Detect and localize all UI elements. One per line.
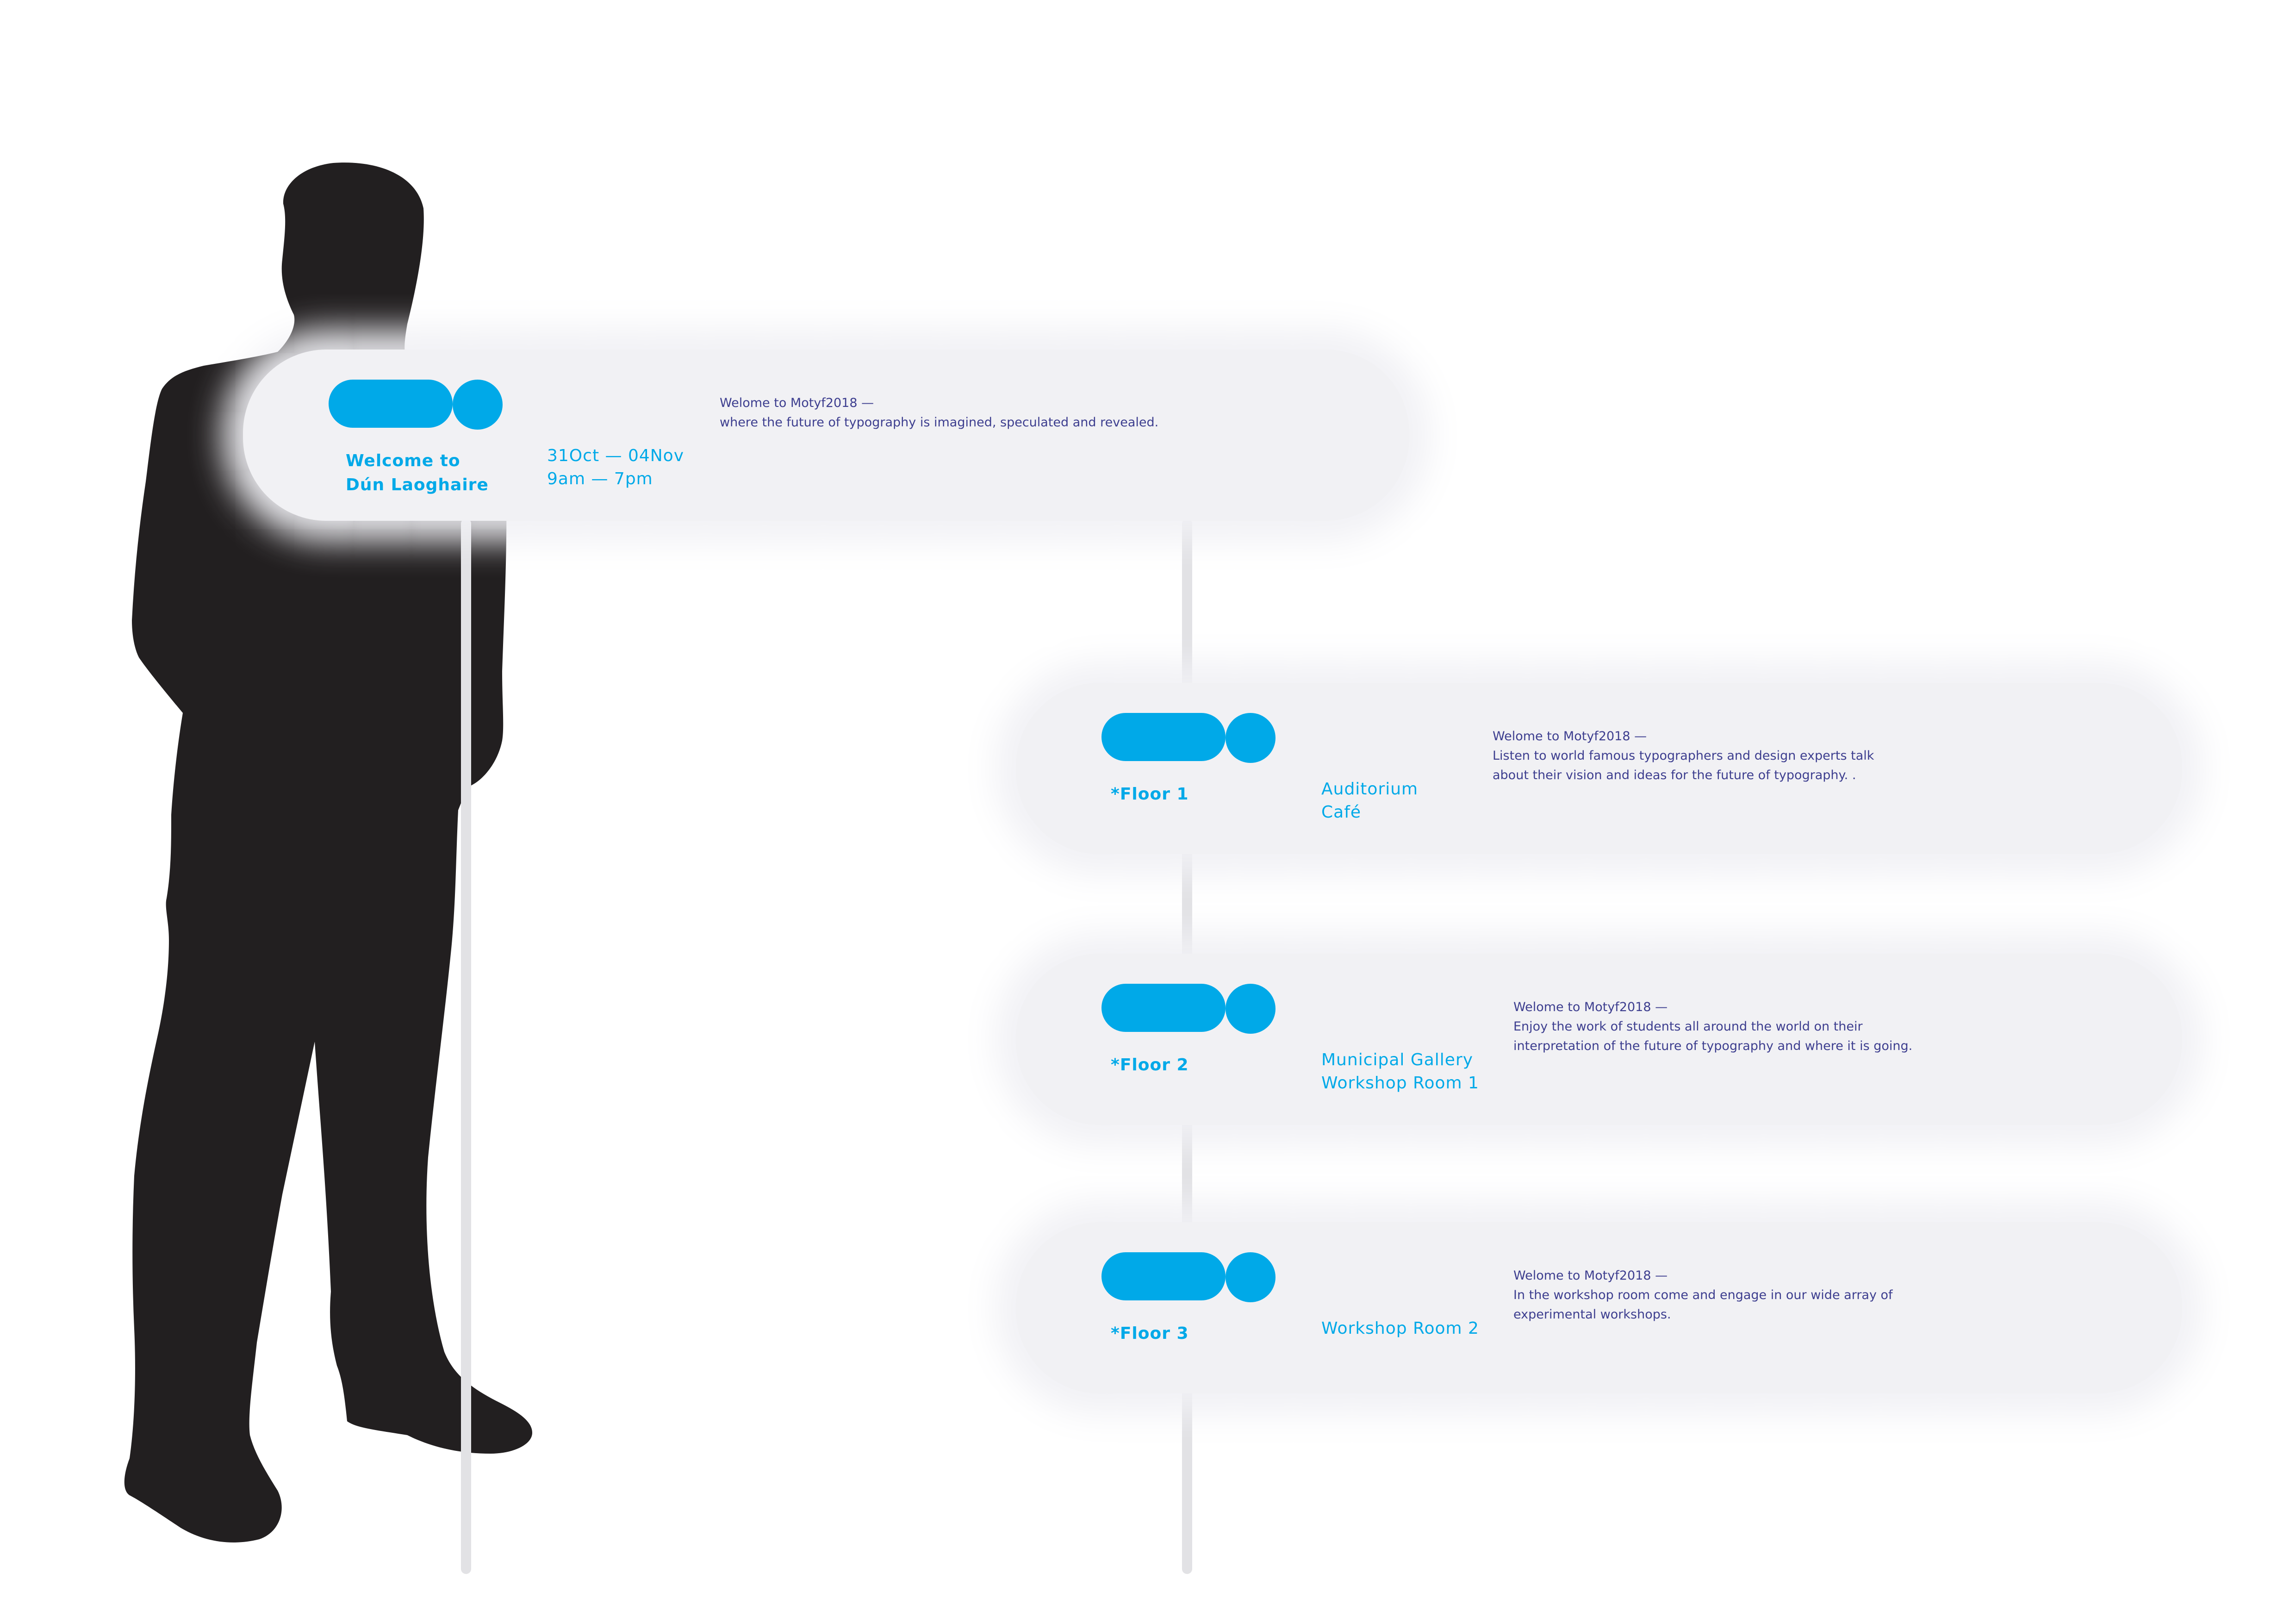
floor-1-logo-icon bbox=[1101, 713, 1276, 763]
event-dates: 31Oct — 04Nov 9am — 7pm bbox=[547, 444, 684, 491]
floor-3-room-1: Workshop Room 2 bbox=[1321, 1319, 1479, 1338]
floor-3-sign: *Floor 3 Workshop Room 2 Welome to Motyf… bbox=[1016, 1222, 2182, 1393]
welcome-title-line-1: Welcome to bbox=[346, 451, 460, 470]
floor-1-description-line-3: about their vision and ideas for the fut… bbox=[1493, 768, 1856, 782]
floor-1-room-1: Auditorium bbox=[1321, 780, 1419, 799]
floor-2-description: Welome to Motyf2018 — Enjoy the work of … bbox=[1513, 998, 1912, 1056]
floor-3-description-line-2: In the workshop room come and engage in … bbox=[1513, 1288, 1893, 1302]
floor-1-description: Welome to Motyf2018 — Listen to world fa… bbox=[1493, 727, 1874, 785]
floor-3-description-line-1: Welome to Motyf2018 — bbox=[1513, 1268, 1668, 1283]
floor-1-sign: *Floor 1 Auditorium Café Welome to Motyf… bbox=[1016, 683, 2182, 854]
welcome-sign: Welcome to Dún Laoghaire 31Oct — 04Nov 9… bbox=[243, 350, 1409, 521]
welcome-title-line-2: Dún Laoghaire bbox=[346, 475, 489, 494]
floor-3-label: *Floor 3 bbox=[1111, 1324, 1189, 1343]
floor-2-sign: *Floor 2 Municipal Gallery Workshop Room… bbox=[1016, 954, 2182, 1125]
floor-2-room-1: Municipal Gallery bbox=[1321, 1050, 1474, 1069]
welcome-description-line-2: where the future of typography is imagin… bbox=[720, 415, 1159, 430]
floor-2-description-line-3: interpretation of the future of typograp… bbox=[1513, 1039, 1913, 1053]
floor-1-description-line-2: Listen to world famous typographers and … bbox=[1493, 749, 1874, 763]
floor-1-room-2: Café bbox=[1321, 803, 1362, 822]
sign-post-left bbox=[461, 518, 471, 1574]
floor-3-description: Welome to Motyf2018 — In the workshop ro… bbox=[1513, 1266, 1893, 1324]
floor-3-description-line-3: experimental workshops. bbox=[1513, 1307, 1671, 1322]
floor-2-description-line-1: Welome to Motyf2018 — bbox=[1513, 1000, 1668, 1014]
floor-2-logo-icon bbox=[1101, 984, 1276, 1034]
floor-2-rooms: Municipal Gallery Workshop Room 1 bbox=[1321, 1049, 1479, 1095]
welcome-description-line-1: Welome to Motyf2018 — bbox=[720, 396, 874, 410]
event-dates-text: 31Oct — 04Nov bbox=[547, 446, 684, 465]
floor-2-room-2: Workshop Room 1 bbox=[1321, 1074, 1479, 1093]
brand-logo-icon bbox=[329, 380, 503, 430]
floor-2-label: *Floor 2 bbox=[1111, 1056, 1189, 1074]
event-hours-text: 9am — 7pm bbox=[547, 469, 653, 488]
floor-2-description-line-2: Enjoy the work of students all around th… bbox=[1513, 1019, 1863, 1034]
floor-3-rooms: Workshop Room 2 bbox=[1321, 1317, 1479, 1340]
welcome-title: Welcome to Dún Laoghaire bbox=[346, 449, 489, 497]
floor-1-label: *Floor 1 bbox=[1111, 785, 1189, 804]
floor-1-description-line-1: Welome to Motyf2018 — bbox=[1493, 729, 1647, 743]
floor-1-rooms: Auditorium Café bbox=[1321, 778, 1418, 824]
welcome-description: Welome to Motyf2018 — where the future o… bbox=[720, 394, 1158, 432]
floor-3-logo-icon bbox=[1101, 1252, 1276, 1302]
